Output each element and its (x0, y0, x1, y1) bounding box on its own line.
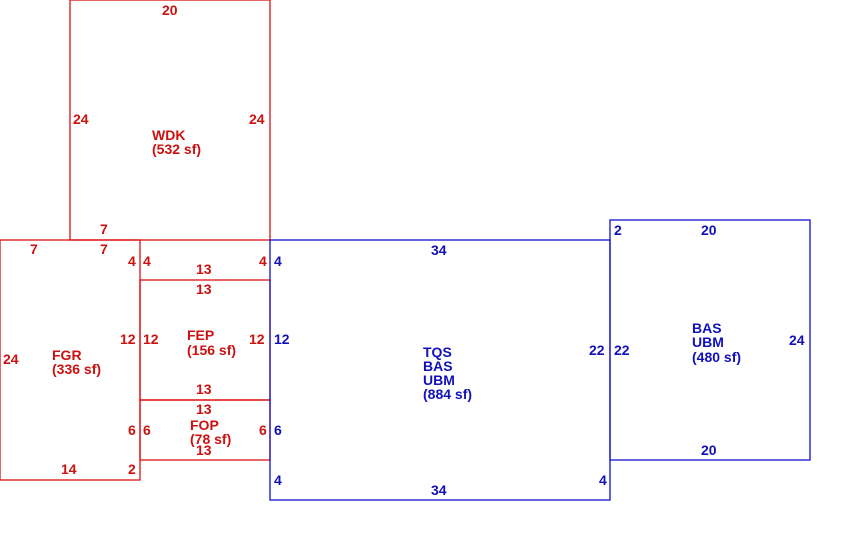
dim-main-left-mid: 12 (274, 331, 290, 347)
dim-main-right-bottom: 4 (599, 472, 607, 488)
dim-main-right: 22 (589, 342, 605, 358)
dim-fop-top: 13 (196, 401, 212, 417)
dim-fgr-right-bottom: 2 (128, 461, 136, 477)
dim-fep-top: 13 (196, 261, 212, 277)
main-line2: BAS (423, 358, 453, 374)
dim-east-left: 22 (614, 342, 630, 358)
dim-fep-left: 12 (143, 331, 159, 347)
dim-fep-right-top: 4 (259, 253, 267, 269)
dim-fgr-bottom: 14 (61, 461, 77, 477)
dim-main-bottom: 34 (431, 482, 447, 498)
dim-fop-left: 6 (143, 422, 151, 438)
dim-wdk-bottom: 7 (100, 221, 108, 237)
dim-main-top: 34 (431, 242, 447, 258)
dim-fop-bottom: 13 (196, 442, 212, 458)
dim-east-right: 24 (789, 332, 805, 348)
dim-fgr-top-b: 7 (100, 241, 108, 257)
wdk-outline (69, 0, 271, 241)
dim-main-left-bottom: 4 (274, 472, 282, 488)
dim-main-left-low: 6 (274, 422, 282, 438)
fep-size: (156 sf) (187, 342, 236, 358)
dim-wdk-right: 24 (249, 111, 265, 127)
east-size: (480 sf) (692, 349, 741, 365)
dim-east-bottom: 20 (701, 442, 717, 458)
dim-fgr-left: 24 (3, 351, 19, 367)
wdk-code: WDK (152, 127, 185, 143)
dim-fgr-right-low: 6 (128, 422, 136, 438)
fop-code: FOP (190, 417, 219, 433)
dim-fep-top-inner: 13 (196, 281, 212, 297)
main-line1: TQS (423, 344, 452, 360)
fop-size: (78 sf) (190, 431, 231, 447)
east-outline (609, 219, 811, 461)
dim-fgr-top-a: 7 (30, 241, 38, 257)
wdk-size: (532 sf) (152, 141, 201, 157)
dim-fop-right: 6 (259, 422, 267, 438)
dim-wdk-left: 24 (73, 111, 89, 127)
fep-code: FEP (187, 327, 214, 343)
dim-main-left-top: 4 (274, 253, 282, 269)
dim-fep-bottom: 13 (196, 381, 212, 397)
east-line2: UBM (692, 334, 724, 350)
main-line3: UBM (423, 372, 455, 388)
main-size: (884 sf) (423, 386, 472, 402)
dim-wdk-top: 20 (162, 2, 178, 18)
fgr-size: (336 sf) (52, 361, 101, 377)
dim-fep-left-top: 4 (143, 253, 151, 269)
east-line1: BAS (692, 320, 722, 336)
dim-east-top-left: 2 (614, 222, 622, 238)
dim-fep-right: 12 (249, 331, 265, 347)
dim-fgr-right-upper: 4 (128, 253, 136, 269)
dim-east-top: 20 (701, 222, 717, 238)
fgr-code: FGR (52, 347, 82, 363)
dim-fgr-right-mid: 12 (120, 331, 136, 347)
